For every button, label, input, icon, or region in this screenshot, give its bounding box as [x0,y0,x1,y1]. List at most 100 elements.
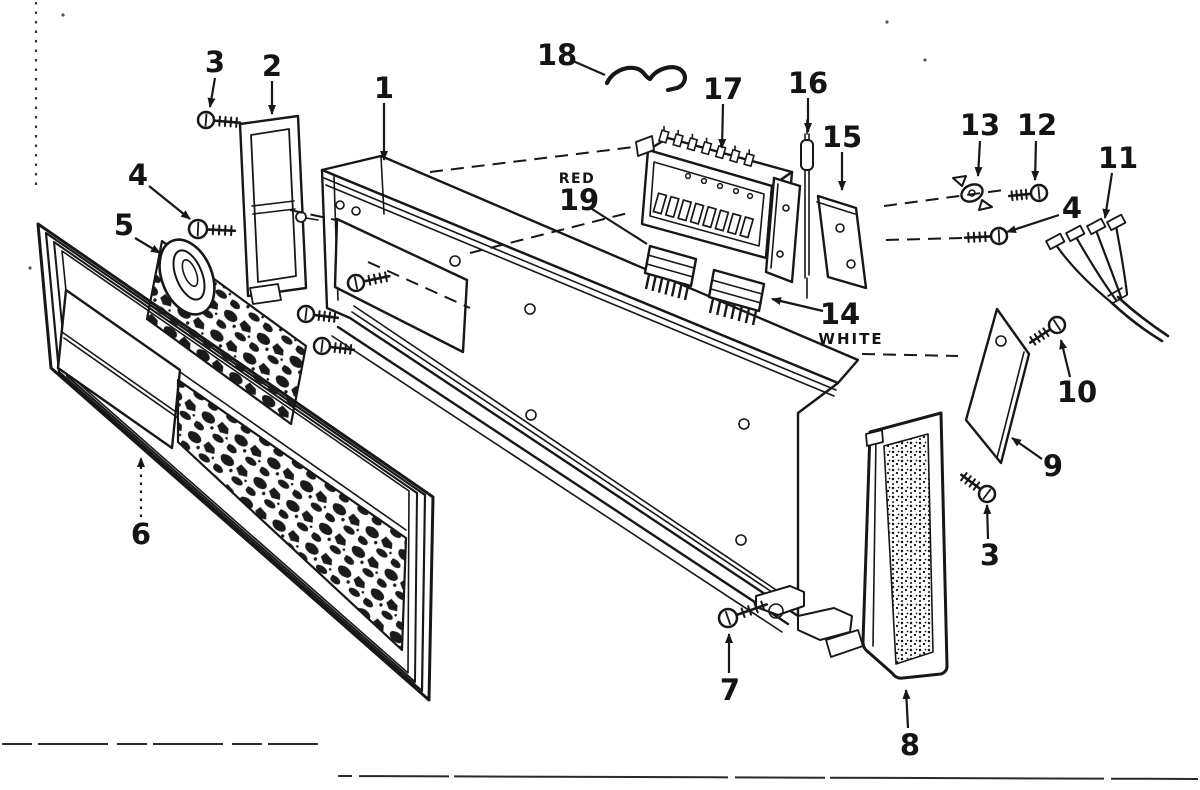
part-13-label: 13 [960,108,1000,142]
part-17-label: 17 [703,72,743,106]
part-11-wire-harness [1045,213,1170,343]
part-18-label: 18 [537,38,577,72]
panel-border-2 [44,231,427,693]
part-3-right-label: 3 [980,538,1000,572]
switch-slot [714,209,730,232]
harness-wire [1114,224,1129,296]
part-16-label: 16 [788,66,828,100]
panel-woodgrain-insert [176,378,408,652]
connector-pin [651,276,657,292]
screw-icon [346,271,391,293]
part-11-leader [1102,172,1114,219]
screw-icon [960,472,997,504]
harness-bundle-2 [1116,295,1170,338]
switch-left-tab [635,135,655,157]
screw-icon [1028,315,1067,346]
switch-terminal [700,140,713,156]
part-17-switch-assembly [635,135,802,284]
switch-slot [701,205,717,229]
switch-bracket-hole [782,204,790,212]
part-5-handle-insert [145,238,308,426]
connector-pin [723,302,729,318]
bracket-crossbar [251,200,295,207]
panel-window-mullion [61,331,177,413]
console-bottom-lip [351,311,797,609]
part-5-leader [134,237,161,254]
endcap-textured-face [883,433,934,665]
bracket-stud-pin [305,217,319,221]
part-2-label: 2 [262,49,282,83]
part-12-label: 12 [1017,108,1057,142]
dashed-alignment-line [367,261,471,309]
console-hole [735,534,747,546]
small-details-layer [644,126,758,326]
harness-terminal [1065,224,1086,243]
connector-pin [715,300,722,316]
part-9-label: 9 [1043,449,1063,483]
screw-icon [963,226,1009,246]
part-11-label: 11 [1098,141,1138,175]
panel-window-mullion-2 [63,337,179,419]
harness-wire [1054,243,1114,305]
bottom-rule-right [337,775,1199,780]
panel-rail-line [179,371,407,531]
part-19-label: 19 [559,183,599,217]
connector-pin [670,282,677,297]
switch-terminal [686,137,699,152]
part-1-label: 1 [374,71,394,105]
console-hole [738,418,750,430]
plate-hole [846,259,856,269]
plate-edge-line [816,201,856,215]
part-18-leader [572,59,606,77]
bracket-inner-opening [250,128,297,283]
dashed-alignment-line [469,212,629,254]
part-15-label: 15 [822,120,862,154]
switch-terminal [743,152,755,168]
contact-dot [700,177,708,185]
dashed-alignment-line [861,353,959,357]
connector-pin [657,278,664,293]
screw-icon [196,110,242,130]
console-hole-small [351,206,361,216]
connector-ridge [646,263,694,278]
dashed-alignment-line [429,146,635,173]
endcap-top-tab [865,429,884,447]
switch-slot [677,198,693,222]
console-bottom-flange-2 [331,335,783,633]
connector-pin [677,283,683,299]
part-9-plate [964,307,1031,465]
switch-slot [689,202,705,225]
endcap-depth-line [872,436,877,647]
part-2-bracket [238,114,319,305]
handle-slot [181,259,199,287]
part-4-left-label: 4 [128,158,148,192]
plate-hole [995,335,1007,347]
connector-pin [644,274,651,290]
console-left-end-edge [380,155,385,215]
part-13-wing-clip [952,175,993,211]
screw-icon [717,600,768,629]
contact-dot [684,172,692,180]
part-14-connector-white [707,268,766,313]
part-3-left-label: 3 [205,45,225,79]
plate-body [816,194,868,290]
wire-white-label-label: WHITE [818,330,883,348]
plate-hole [835,223,845,233]
part-16-sensor-rod [800,119,814,299]
part-17-leader [718,103,727,149]
part-3-left-leader [207,77,217,108]
screw-icon [1007,183,1049,203]
rod-bulb [800,139,814,171]
screw-icon [187,218,237,240]
switch-front-inner [649,161,765,247]
screw-icon [312,336,356,356]
part-8-label: 8 [900,728,920,762]
wire-red-label-label: RED [559,171,595,187]
contact-dot [746,192,754,200]
harness-wire [1094,228,1123,299]
screw-icon [296,304,340,324]
harness-wrap-tick [1107,287,1123,297]
part-13-leader [974,140,983,177]
